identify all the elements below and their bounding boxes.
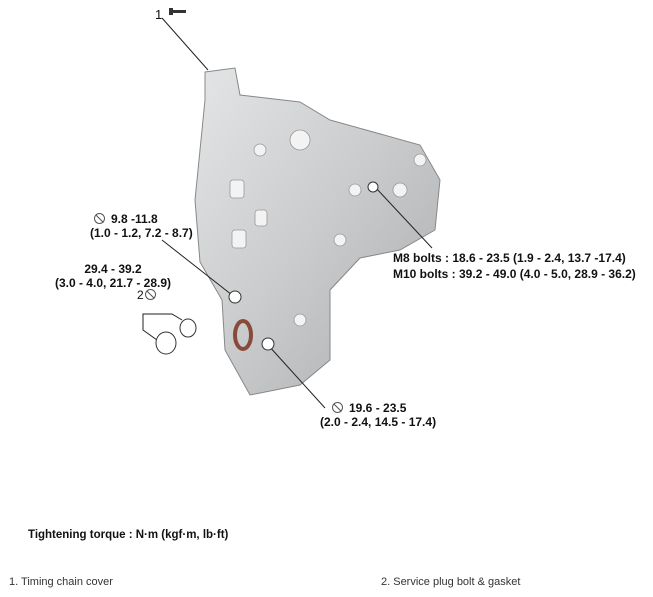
bolt-torque-lower: 19.6 - 23.5 (2.0 - 2.4, 14.5 - 17.4) bbox=[320, 401, 436, 429]
bolt-torque-small: 9.8 -11.8 (1.0 - 1.2, 7.2 - 8.7) bbox=[90, 212, 193, 240]
torque-alt-units: (1.0 - 1.2, 7.2 - 8.7) bbox=[90, 226, 193, 240]
torque-units-note: Tightening torque : N·m (kgf·m, lb·ft) bbox=[28, 529, 229, 541]
part-number-1: 1 bbox=[155, 7, 163, 22]
legend-item-2: 2. Service plug bolt & gasket bbox=[381, 576, 521, 588]
oil-seal bbox=[233, 319, 253, 351]
service-plug-bolt bbox=[155, 331, 177, 355]
torque-alt-units: (2.0 - 2.4, 14.5 - 17.4) bbox=[320, 415, 437, 429]
m10-bolts-torque: M10 bolts : 39.2 - 49.0 (4.0 - 5.0, 28.9… bbox=[393, 267, 636, 281]
bolt bbox=[261, 337, 275, 351]
bolt bbox=[228, 290, 242, 304]
torque-value: 19.6 - 23.5 bbox=[349, 401, 407, 415]
timing-chain-cover bbox=[194, 67, 441, 396]
m8-m10-torque: M8 bolts : 18.6 - 23.5 (1.9 - 2.4, 13.7 … bbox=[393, 250, 636, 282]
no-reuse-icon bbox=[332, 402, 343, 413]
no-reuse-icon bbox=[94, 213, 105, 224]
m8-bolts-torque: M8 bolts : 18.6 - 23.5 (1.9 - 2.4, 13.7 … bbox=[393, 251, 626, 265]
service-plug-torque: 29.4 - 39.2 (3.0 - 4.0, 21.7 - 28.9) bbox=[33, 262, 193, 290]
part-number-2: 2 bbox=[137, 288, 162, 302]
service-plug-gasket bbox=[179, 318, 197, 338]
torque-value: 29.4 - 39.2 bbox=[84, 262, 142, 276]
legend-item-1: 1. Timing chain cover bbox=[9, 576, 113, 588]
torque-value: 9.8 -11.8 bbox=[111, 212, 158, 226]
bolt-icon bbox=[169, 8, 186, 15]
no-reuse-icon bbox=[144, 289, 156, 300]
bolt bbox=[367, 181, 379, 193]
torque-alt-units: (3.0 - 4.0, 21.7 - 28.9) bbox=[54, 276, 172, 290]
